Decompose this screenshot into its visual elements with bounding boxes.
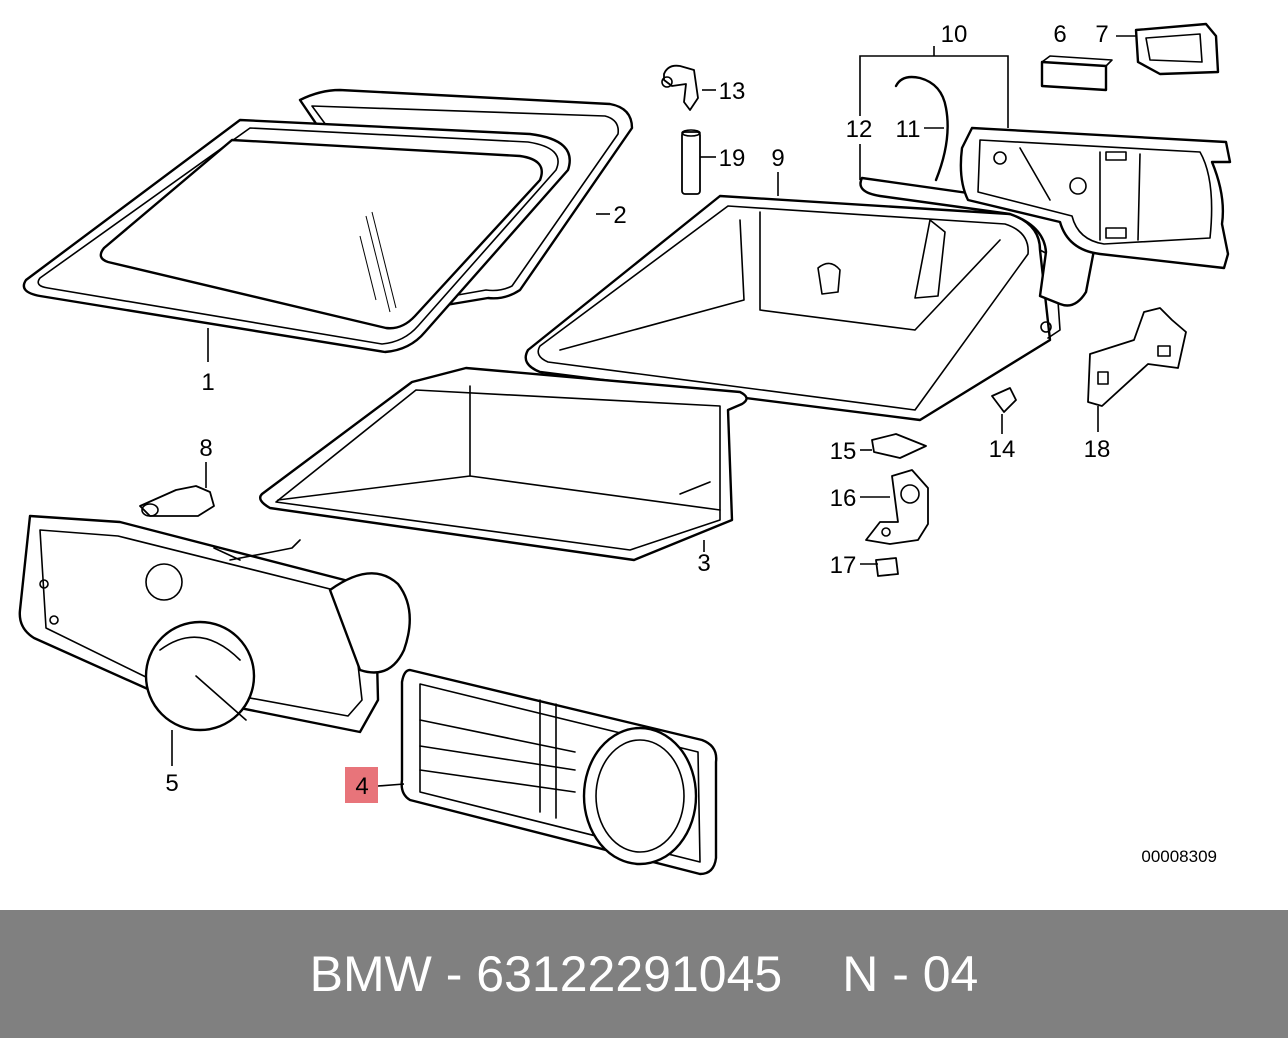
part-7-drawing [1134, 22, 1220, 76]
diagram-position-label: N - 04 [842, 946, 979, 1002]
part-5-headlight-drawing [18, 514, 411, 734]
part-number-footer: BMW - 63122291045 N - 04 [0, 910, 1288, 1038]
callout-7[interactable]: 7 [1095, 21, 1108, 48]
callout-16[interactable]: 16 [830, 485, 857, 512]
part-16-bracket-drawing [865, 469, 929, 545]
callout-13[interactable]: 13 [719, 78, 746, 105]
part-number: 63122291045 [476, 946, 783, 1002]
callout-10[interactable]: 10 [941, 21, 968, 48]
brand-label: BMW [309, 946, 432, 1002]
callout-9[interactable]: 9 [771, 145, 784, 172]
callout-17[interactable]: 17 [830, 552, 857, 579]
callout-14[interactable]: 14 [989, 436, 1016, 463]
callout-12[interactable]: 12 [846, 116, 873, 143]
part-9-housing-drawing [524, 194, 1061, 422]
part-17-bolt-drawing [875, 557, 899, 577]
part-10-rear-housing-drawing [959, 126, 1232, 270]
callout-11[interactable]: 11 [896, 116, 921, 143]
highlighted-callout-box [345, 767, 378, 803]
callout-2[interactable]: 2 [613, 202, 626, 229]
part-14-clip-drawing [991, 387, 1017, 413]
callout-15[interactable]: 15 [830, 438, 857, 465]
part-19-drawing [681, 129, 701, 195]
part-18-bracket-drawing [1087, 307, 1187, 407]
part-8-bulb-drawing [139, 485, 215, 517]
diagram-reference-code: 00008309 [1141, 847, 1217, 866]
callout-5[interactable]: 5 [165, 770, 178, 797]
part-13-drawing [661, 64, 699, 111]
callout-3[interactable]: 3 [697, 550, 710, 577]
part-6-drawing [1040, 55, 1113, 92]
callout-8[interactable]: 8 [199, 435, 212, 462]
part-3-shroud-drawing [259, 366, 748, 562]
part-1-lens-drawing [22, 118, 571, 354]
callout-1[interactable]: 1 [201, 369, 214, 396]
brand-separator: - [445, 946, 463, 1002]
part-11-wire-drawing [894, 75, 949, 182]
part-15-clip-drawing [871, 433, 927, 459]
leader-lines [171, 35, 1136, 787]
part-4-trim-panel-drawing [400, 668, 718, 876]
callout-18[interactable]: 18 [1084, 436, 1111, 463]
exploded-parts-diagram: 1 2 3 4 5 6 7 8 9 10 11 12 13 14 15 16 1… [18, 21, 1232, 876]
callout-4[interactable]: 4 [355, 773, 368, 800]
callout-19[interactable]: 19 [719, 145, 746, 172]
callout-6[interactable]: 6 [1053, 21, 1066, 48]
